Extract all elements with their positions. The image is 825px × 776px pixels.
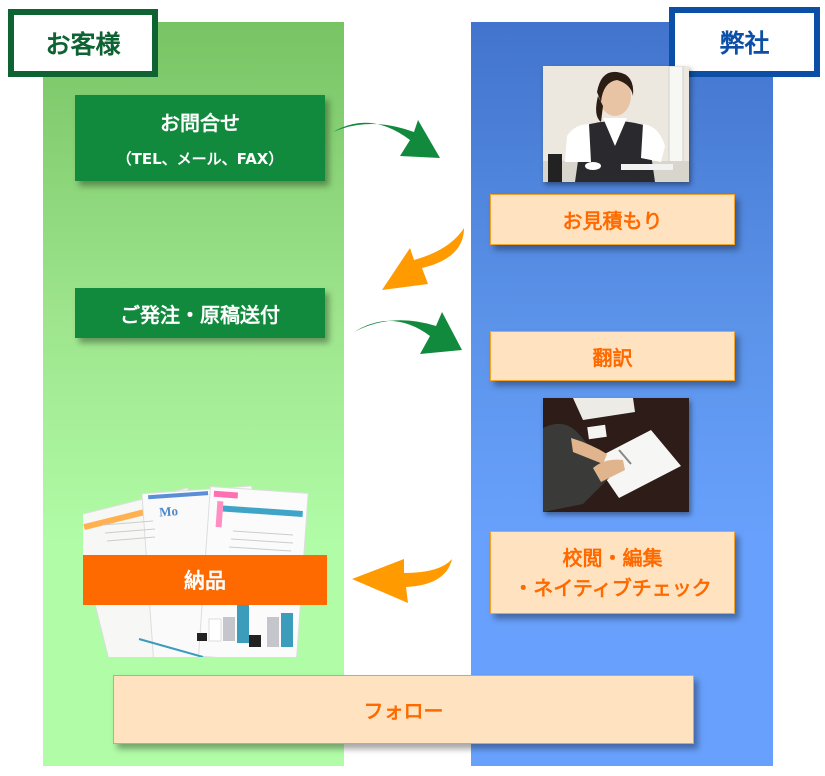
step-inquiry-subtitle: （TEL、メール、FAX）	[116, 150, 284, 168]
company-lane-label: 弊社	[669, 7, 820, 77]
step-proof: 校閲・編集 ・ネイティブチェック	[490, 531, 735, 614]
step-quote-label: お見積もり	[562, 209, 663, 233]
arrow-quote-to-order-icon	[382, 228, 464, 290]
step-follow: フォロー	[113, 675, 694, 744]
customer-lane-label: お客様	[8, 9, 158, 77]
step-translate-label: 翻訳	[592, 345, 633, 370]
step-inquiry: お問合せ （TEL、メール、FAX）	[75, 95, 325, 181]
operator-photo-image	[543, 66, 689, 182]
doc-heading: Mo	[159, 503, 179, 519]
arrow-inquiry-to-quote-icon	[333, 120, 440, 158]
step-delivery: 納品	[83, 555, 327, 605]
step-proof-line2: ・ネイティブチェック	[513, 575, 712, 600]
step-order: ご発注・原稿送付	[75, 288, 325, 338]
operator-photo	[543, 66, 689, 182]
step-translate: 翻訳	[490, 331, 735, 381]
writing-photo	[543, 398, 689, 512]
writing-photo-image	[543, 398, 689, 512]
arrow-proof-to-delivery-icon	[352, 559, 452, 603]
step-inquiry-title: お問合せ	[160, 111, 240, 135]
step-order-label: ご発注・原稿送付	[120, 302, 280, 327]
step-delivery-label: 納品	[184, 569, 226, 593]
arrow-order-to-translate-icon	[354, 312, 462, 354]
step-quote: お見積もり	[490, 194, 735, 245]
step-proof-line1: 校閲・編集	[562, 545, 663, 570]
step-follow-label: フォロー	[363, 699, 444, 723]
